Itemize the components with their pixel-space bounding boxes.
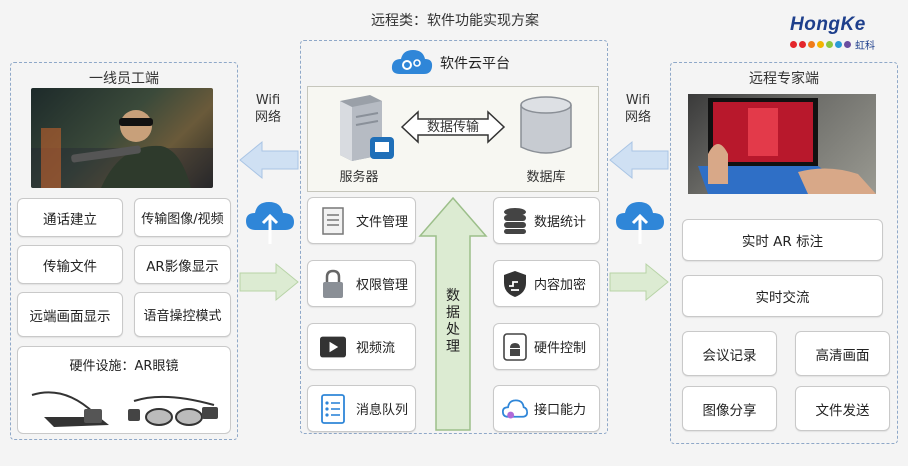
android-icon: [502, 332, 528, 361]
module-content-encryption[interactable]: 内容加密: [493, 260, 600, 307]
cloud-api-icon: [502, 395, 528, 423]
module-hardware-control[interactable]: 硬件控制: [493, 323, 600, 370]
module-label: 硬件控制: [534, 341, 587, 356]
module-video-stream[interactable]: 视频流: [307, 323, 416, 370]
data-processing-label: 数据处理: [446, 288, 460, 355]
remote-view-button[interactable]: 远端画面显示: [17, 292, 123, 337]
transfer-file-button[interactable]: 传输文件: [17, 245, 123, 284]
module-message-queue[interactable]: 消息队列: [307, 385, 416, 432]
hongke-logo: HongKe 虹科: [790, 14, 890, 52]
data-processing-arrow: [418, 196, 488, 431]
module-label: 消息队列: [356, 403, 409, 418]
cloud-upload-icon-left: [246, 202, 294, 244]
module-file-management[interactable]: 文件管理: [307, 197, 416, 244]
call-setup-button[interactable]: 通话建立: [17, 198, 123, 237]
database-icon: [502, 207, 528, 235]
wifi-label-right-line2: 网络: [624, 110, 651, 125]
logo-dot: [844, 41, 851, 48]
wifi-label-left: Wifi 网络: [250, 92, 286, 126]
expert-panel: [670, 62, 898, 444]
module-label: 数据统计: [534, 215, 587, 230]
arrow-cloud-to-expert: [609, 262, 669, 302]
module-interface-capability[interactable]: 接口能力: [493, 385, 600, 432]
cloud-upload-icon-right: [616, 202, 664, 244]
logo-sub: 虹科: [855, 41, 875, 52]
realtime-ar-annotation-button[interactable]: 实时 AR 标注: [682, 219, 883, 261]
hardware-title: 硬件设施：AR眼镜: [69, 359, 179, 374]
logo-dots: [790, 41, 851, 48]
arrow-frontline-to-cloud: [239, 262, 299, 302]
document-icon: [320, 206, 346, 235]
wifi-label-left-line1: Wifi: [255, 93, 281, 108]
shield-icon: [502, 270, 528, 298]
ar-display-button[interactable]: AR影像显示: [134, 245, 231, 284]
list-icon: [320, 393, 346, 424]
lock-icon: [320, 269, 346, 298]
module-permission-management[interactable]: 权限管理: [307, 260, 416, 307]
module-label: 内容加密: [534, 278, 587, 293]
logo-text: HongKe: [790, 14, 866, 35]
server-icon: [340, 95, 394, 161]
logo-dot: [826, 41, 833, 48]
module-label: 文件管理: [356, 215, 409, 230]
server-database-box: 服务器 数据传输 数据库: [307, 86, 599, 192]
database-label: 数据库: [526, 170, 566, 185]
meeting-record-button[interactable]: 会议记录: [682, 331, 777, 376]
module-label: 视频流: [356, 341, 396, 356]
wifi-label-left-line2: 网络: [254, 110, 281, 125]
logo-dot: [817, 41, 824, 48]
cloud-platform-title: 软件云平台: [440, 56, 510, 72]
server-label: 服务器: [339, 170, 379, 185]
arrow-cloud-to-frontline: [239, 140, 299, 180]
hd-picture-button[interactable]: 高清画面: [795, 331, 890, 376]
cloud-gear-icon: [391, 50, 433, 74]
module-data-statistics[interactable]: 数据统计: [493, 197, 600, 244]
realtime-communication-button[interactable]: 实时交流: [682, 275, 883, 317]
file-send-button[interactable]: 文件发送: [795, 386, 890, 431]
expert-panel-title: 远程专家端: [749, 71, 819, 87]
transfer-image-video-button[interactable]: 传输图像/视频: [134, 198, 231, 237]
wifi-label-right-line1: Wifi: [625, 93, 651, 108]
hardware-box: 硬件设施：AR眼镜: [17, 346, 231, 434]
data-transfer-label: 数据传输: [426, 120, 479, 135]
bidirectional-arrow: [400, 110, 506, 144]
voice-control-button[interactable]: 语音操控模式: [134, 292, 231, 337]
logo-dot: [790, 41, 797, 48]
image-share-button[interactable]: 图像分享: [682, 386, 777, 431]
arrow-expert-to-cloud: [609, 140, 669, 180]
module-label: 权限管理: [356, 278, 409, 293]
module-label: 接口能力: [534, 403, 587, 418]
cloud-platform-panel: [300, 40, 608, 434]
logo-dot: [799, 41, 806, 48]
play-icon: [320, 333, 346, 361]
database-icon: [520, 96, 572, 154]
page-title: 远程类：软件功能实现方案: [371, 13, 539, 29]
wifi-label-right: Wifi 网络: [620, 92, 656, 126]
frontline-panel-title: 一线员工端: [89, 71, 159, 87]
logo-dot: [808, 41, 815, 48]
ar-glasses-image: [31, 391, 218, 427]
worker-photo: [31, 88, 213, 188]
expert-photo: [688, 94, 876, 194]
logo-dot: [835, 41, 842, 48]
frontline-panel: [10, 62, 238, 440]
